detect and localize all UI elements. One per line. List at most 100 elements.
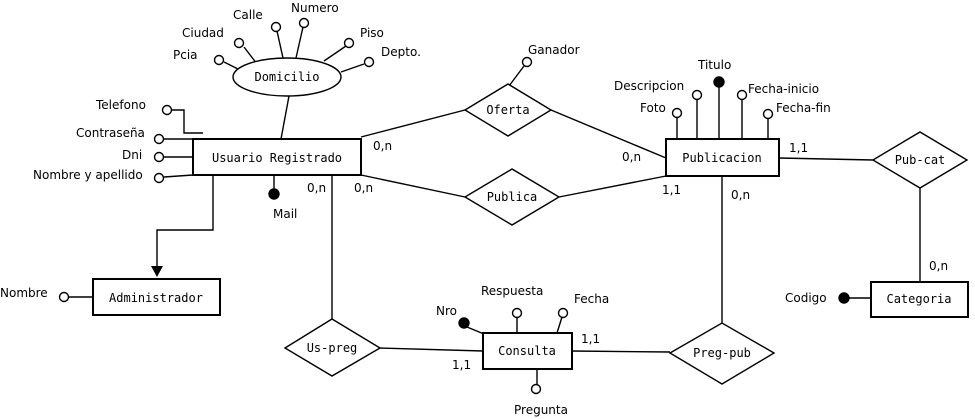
attribute-label-pcia: Pcia [173, 48, 198, 62]
entity-label: Usuario Registrado [212, 151, 342, 165]
attribute-label-foto: Foto [640, 101, 666, 115]
arrow-head-icon [151, 266, 163, 277]
attribute-descripcion-marker-icon [691, 89, 703, 101]
relationship-oferta[interactable]: Oferta [463, 83, 553, 137]
attribute-ganador-marker-icon [521, 56, 533, 68]
link-oferta-ganador [508, 65, 525, 87]
attribute-telefono-marker-icon [161, 104, 173, 116]
relationship-pub-cat[interactable]: Pub-cat [871, 131, 969, 189]
attribute-labels: Calle Numero Ciudad Piso Pcia Depto. Tel… [0, 1, 831, 417]
cardinality-usuario-oferta: 0,n [373, 139, 392, 153]
cardinality-usuario-uspreg: 0,n [307, 181, 326, 195]
attribute-pregunta-marker-icon [530, 383, 542, 395]
attribute-numero-marker-icon [270, 21, 282, 33]
attribute-codigo-key-icon [838, 292, 850, 304]
link-uspreg-consulta [379, 347, 484, 352]
attribute-nro-key-icon [458, 317, 470, 329]
attribute-label-fecha-fin: Fecha-fin [776, 101, 831, 115]
cardinality-publicacion-pubcat: 1,1 [789, 141, 808, 155]
cardinality-labels: 0,n 0,n 0,n 1,1 1,1 0,n 0,n 1,1 0,n 1,1 [307, 139, 948, 372]
attribute-nombre-admin-marker-icon [58, 291, 70, 303]
attribute-titulo-key-icon [713, 76, 725, 88]
link-publica-publicacion [558, 175, 667, 198]
relationship-label: Pub-cat [895, 153, 946, 167]
relationship-us-preg[interactable]: Us-preg [283, 318, 382, 377]
link-domicilio-calle-main [295, 26, 304, 59]
attribute-label-fecha-inicio: Fecha-inicio [748, 82, 819, 96]
link-oferta-publicacion [550, 109, 667, 159]
attribute-label-telefono: Telefono [95, 98, 146, 112]
entity-administrador[interactable]: Administrador [92, 278, 221, 316]
composite-attribute-domicilio[interactable]: Domicilio [232, 57, 342, 97]
link-usuario-oferta [360, 109, 466, 138]
attribute-label-fecha: Fecha [574, 292, 609, 306]
attribute-dni-marker-icon [153, 151, 165, 163]
attribute-label-depto: Depto. [381, 45, 421, 59]
attribute-label-nombre-admin: Nombre [0, 286, 48, 300]
relationship-label: Oferta [486, 103, 529, 117]
cardinality-publicacion-pregpub: 0,n [731, 188, 750, 202]
attribute-numero2-marker-icon [298, 17, 310, 29]
attribute-contrasena-marker-icon [153, 133, 165, 145]
attribute-label-calle: Calle [233, 8, 263, 22]
cardinality-categoria-pubcat: 0,n [929, 259, 948, 273]
attribute-foto-marker-icon [671, 107, 683, 119]
entity-categoria[interactable]: Categoria [870, 281, 969, 318]
link-pregpub-consulta [571, 350, 671, 353]
link-publicacion-pubcat [778, 157, 874, 161]
link-consulta-fecha [556, 316, 563, 334]
attribute-label-ciudad: Ciudad [182, 26, 224, 40]
cardinality-usuario-publica: 0,n [354, 181, 373, 195]
attribute-fecha-inicio-marker-icon [736, 89, 748, 101]
attribute-piso-marker-icon [343, 37, 355, 49]
link-domicilio-piso [323, 45, 347, 62]
attribute-label-respuesta: Respuesta [481, 284, 543, 298]
relationship-preg-pub[interactable]: Preg-pub [668, 322, 776, 385]
cardinality-consulta-uspreg: 1,1 [452, 358, 471, 372]
link-usuario-telefono [172, 109, 203, 134]
link-usuario-domicilio [280, 95, 290, 140]
entity-usuario-registrado[interactable]: Usuario Registrado [192, 138, 362, 176]
attribute-label-pregunta: Pregunta [514, 403, 568, 417]
attribute-label-dni: Dni [122, 148, 142, 162]
cardinality-oferta-publicacion: 0,n [622, 150, 641, 164]
relationship-publica[interactable]: Publica [463, 168, 561, 226]
cardinality-publica-publicacion: 1,1 [662, 183, 681, 197]
attribute-mail-key-icon [268, 188, 280, 200]
composite-label: Domicilio [254, 70, 319, 84]
attribute-label-numero: Numero [291, 1, 339, 15]
attribute-markers [58, 17, 850, 395]
attribute-respuesta-marker-icon [511, 307, 523, 319]
attribute-fecha-fin-marker-icon [762, 108, 774, 120]
attribute-label-mail: Mail [273, 207, 297, 221]
attribute-label-titulo: Titulo [697, 58, 731, 72]
entity-label: Publicacion [682, 151, 761, 165]
cardinality-consulta-pregpub: 1,1 [581, 332, 600, 346]
attribute-label-contrasena: Contraseña [76, 126, 145, 140]
entity-publicacion[interactable]: Publicacion [665, 138, 780, 177]
link-domicilio-ciudad [223, 61, 239, 70]
relationship-label: Preg-pub [693, 346, 751, 360]
entity-label: Categoria [886, 292, 951, 306]
attribute-label-codigo: Codigo [785, 291, 827, 305]
entity-consulta[interactable]: Consulta [482, 332, 573, 370]
link-domicilio-numero [276, 30, 284, 59]
link-domicilio-depto [340, 63, 365, 73]
attribute-label-nombre-apellido: Nombre y apellido [33, 168, 143, 182]
attribute-label-nro: Nro [436, 304, 457, 318]
relationship-label: Publica [487, 190, 538, 204]
attribute-label-piso: Piso [360, 26, 384, 40]
link-usuario-nombre [163, 174, 194, 178]
link-consulta-nro [466, 326, 485, 335]
attribute-calle-marker-icon [233, 37, 245, 49]
entity-label: Consulta [498, 344, 556, 358]
attribute-ciudad-marker-icon [213, 54, 225, 66]
attribute-label-ganador: Ganador [528, 43, 580, 57]
attribute-depto-marker-icon [363, 56, 375, 68]
entity-label: Administrador [109, 291, 203, 305]
attribute-label-descripcion: Descripcion [614, 79, 684, 93]
relationship-label: Us-preg [307, 341, 358, 355]
attribute-fecha-marker-icon [557, 307, 569, 319]
link-usuario-publica [360, 174, 466, 198]
